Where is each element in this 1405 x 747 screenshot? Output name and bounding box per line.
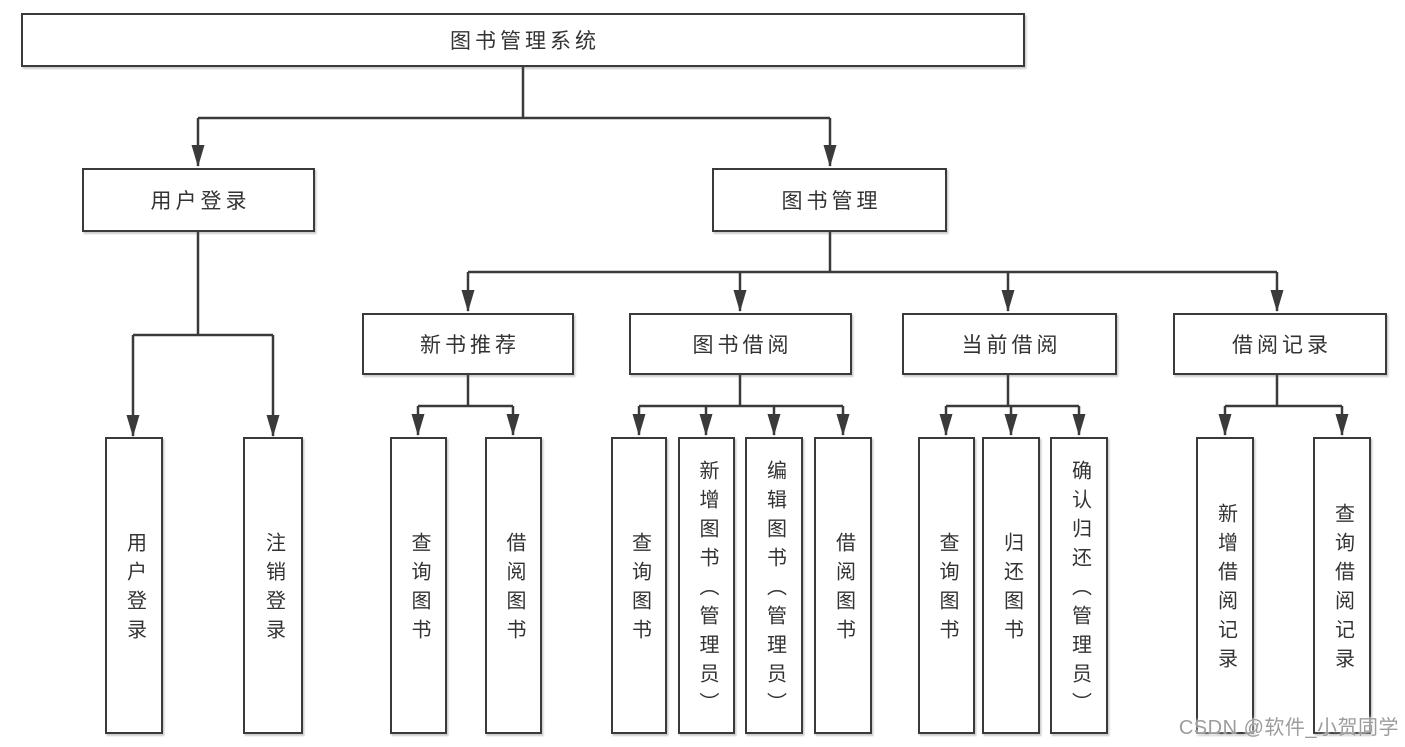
node-book-management: 图书管理 [712, 168, 947, 232]
leaf-query-books-recommend: 查询图书 [390, 437, 447, 734]
node-root: 图书管理系统 [21, 13, 1025, 67]
leaf-query-borrow-record: 查询借阅记录 [1313, 437, 1371, 734]
leaf-user-login: 用户登录 [105, 437, 163, 734]
leaf-query-books-borrowing: 查询图书 [611, 437, 667, 734]
leaf-logout: 注销登录 [243, 437, 303, 734]
leaf-return-book: 归还图书 [982, 437, 1040, 734]
leaf-add-book-admin: 新增图书（管理员） [678, 437, 735, 734]
node-borrowing-records: 借阅记录 [1173, 313, 1387, 375]
csdn-watermark: CSDN @软件_小贺同学 [1178, 717, 1399, 739]
leaf-query-books-current: 查询图书 [918, 437, 975, 734]
node-current-borrowing: 当前借阅 [902, 313, 1117, 375]
node-new-book-recommendation: 新书推荐 [362, 313, 574, 375]
leaf-confirm-return-admin: 确认归还（管理员） [1050, 437, 1108, 734]
node-user-login: 用户登录 [82, 168, 315, 232]
leaf-edit-book-admin: 编辑图书（管理员） [745, 437, 803, 734]
node-book-borrowing: 图书借阅 [629, 313, 852, 375]
leaf-add-borrow-record: 新增借阅记录 [1196, 437, 1254, 734]
leaf-borrow-books-recommend: 借阅图书 [485, 437, 542, 734]
leaf-borrow-books-borrowing: 借阅图书 [814, 437, 872, 734]
